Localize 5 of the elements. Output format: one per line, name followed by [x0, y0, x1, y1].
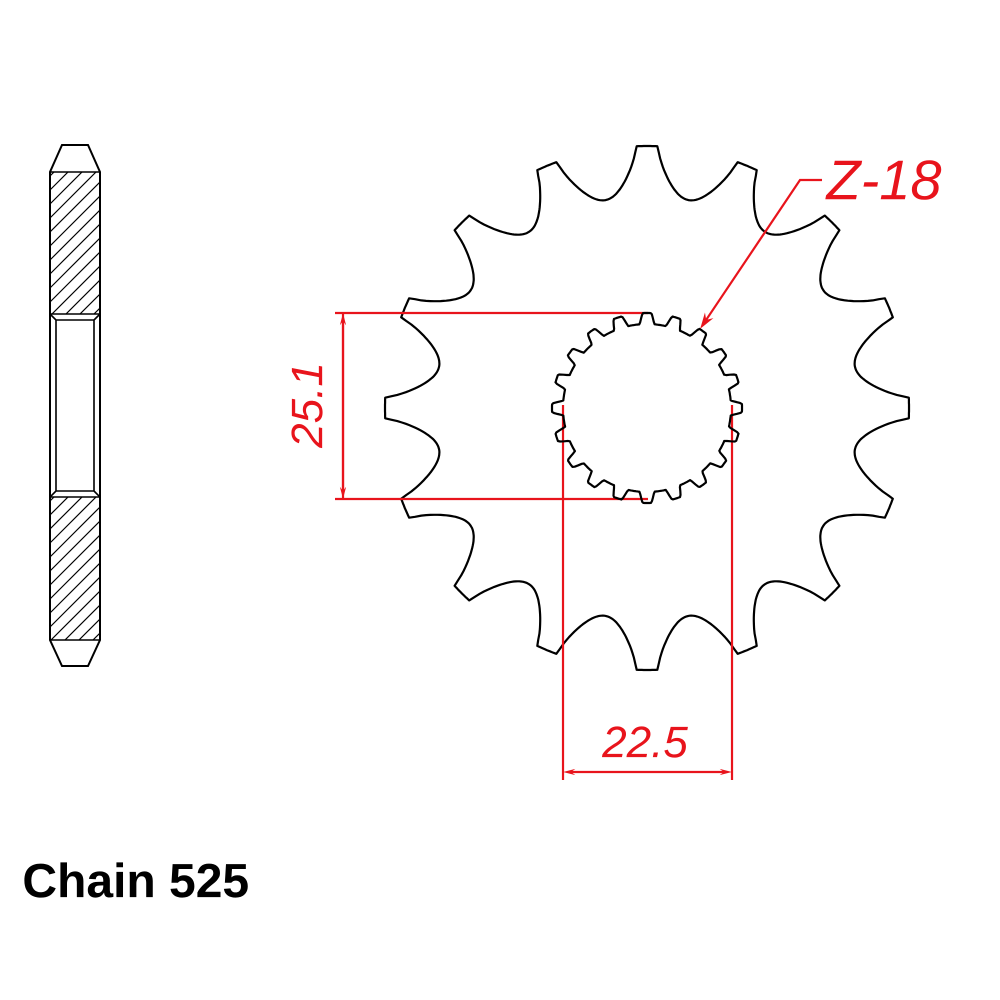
dimension-label: 25.1: [291, 366, 323, 448]
chain-size-label: Chain 525: [24, 862, 248, 898]
callout-text: Z-18: [825, 160, 942, 200]
spline-hole: [550, 312, 744, 504]
dimension-label: 22.5: [602, 726, 688, 758]
